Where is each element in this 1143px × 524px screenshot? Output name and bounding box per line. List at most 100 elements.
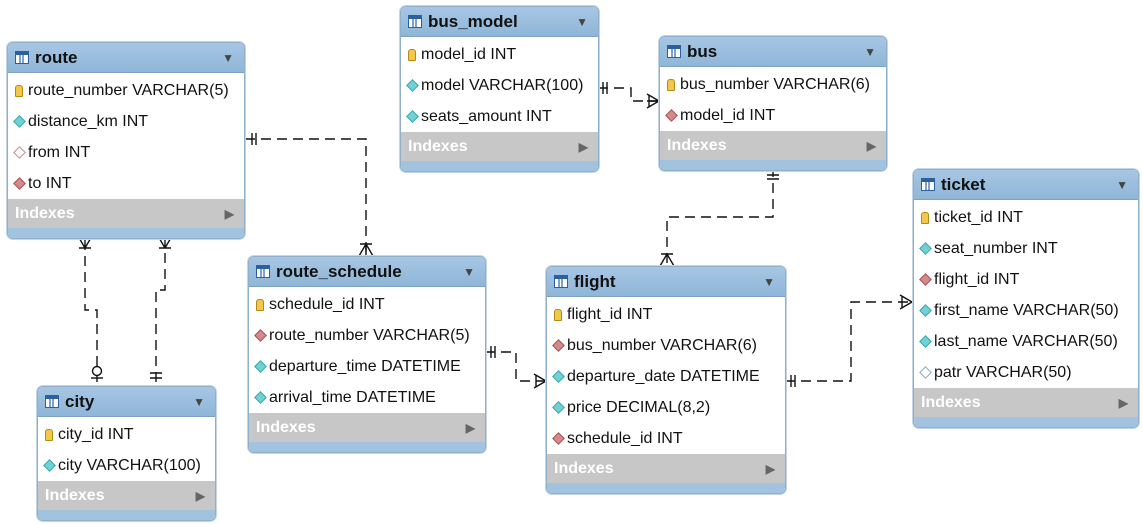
collapse-triangle-icon[interactable]: ▼ <box>576 14 588 29</box>
column-label: ticket_id INT <box>934 208 1023 226</box>
column-row[interactable]: city_id INT <box>38 419 215 450</box>
table-bus[interactable]: bus▼bus_number VARCHAR(6) model_id INT Ind… <box>659 36 887 171</box>
column-row[interactable]: flight_id INT <box>914 264 1138 295</box>
foreign-key-icon <box>918 273 932 287</box>
column-row[interactable]: route_number VARCHAR(5) <box>249 320 485 351</box>
column-row[interactable]: ticket_id INT <box>914 202 1138 233</box>
indexes-label: Indexes <box>554 459 614 477</box>
expand-arrow-icon[interactable]: ▶ <box>465 420 475 435</box>
rel-route-route_schedule <box>245 138 367 252</box>
collapse-triangle-icon[interactable]: ▼ <box>222 50 234 65</box>
indexes-section[interactable]: Indexes▶ <box>249 413 485 442</box>
collapse-triangle-icon[interactable]: ▼ <box>1116 177 1128 192</box>
column-nn-icon <box>551 401 565 415</box>
column-nullable-icon <box>918 366 932 380</box>
indexes-section[interactable]: Indexes ▶ <box>914 388 1138 417</box>
collapse-triangle-icon[interactable]: ▼ <box>193 394 205 409</box>
column-nn-icon <box>253 391 267 405</box>
table-icon <box>408 15 422 28</box>
expand-arrow-icon[interactable]: ▶ <box>866 138 876 153</box>
column-row[interactable]: seat_number INT <box>914 233 1138 264</box>
column-row[interactable]: schedule_id INT <box>547 423 785 454</box>
rel-bus_model-bus <box>598 87 659 102</box>
indexes-label: Indexes <box>408 137 468 155</box>
column-label: model_id INT <box>680 106 776 124</box>
foreign-key-icon <box>551 432 565 446</box>
table-header[interactable]: city ▼ <box>38 387 215 417</box>
column-label: from INT <box>28 143 91 161</box>
table-icon <box>15 51 29 64</box>
table-footer <box>38 510 215 520</box>
column-row[interactable]: schedule_id INT <box>249 289 485 320</box>
table-route[interactable]: route▼route_number VARCHAR(5)distance_km… <box>7 42 245 239</box>
table-header[interactable]: route▼ <box>8 43 244 73</box>
column-row[interactable]: patr VARCHAR(50) <box>914 357 1138 388</box>
column-label: patr VARCHAR(50) <box>934 363 1072 381</box>
table-bus-model[interactable]: bus_model ▼ model_id INT model VARCHAR(100)… <box>400 6 599 172</box>
table-name: bus_model <box>428 11 518 31</box>
column-row[interactable]: price DECIMAL(8,2) <box>547 392 785 423</box>
table-footer <box>660 160 886 170</box>
column-nn-icon <box>918 242 932 256</box>
column-row[interactable]: first_name VARCHAR(50) <box>914 295 1138 326</box>
column-row[interactable]: bus_number VARCHAR(6) <box>547 330 785 361</box>
rel-route_schedule-flight <box>485 351 546 382</box>
column-row[interactable]: route_number VARCHAR(5) <box>8 75 244 106</box>
column-row[interactable]: last_name VARCHAR(50) <box>914 326 1138 357</box>
column-row[interactable]: bus_number VARCHAR(6) <box>660 69 886 100</box>
indexes-label: Indexes <box>45 486 105 504</box>
column-row[interactable]: city VARCHAR(100) <box>38 450 215 481</box>
column-nullable-fk-icon <box>12 146 26 160</box>
table-name: city <box>65 391 95 411</box>
expand-arrow-icon[interactable]: ▶ <box>765 461 775 476</box>
column-row[interactable]: distance_km INT <box>8 106 244 137</box>
expand-arrow-icon[interactable]: ▶ <box>1118 395 1128 410</box>
table-footer <box>401 161 598 171</box>
column-row[interactable]: model_id INT <box>401 39 598 70</box>
indexes-section[interactable]: Indexes ▶ <box>401 132 598 161</box>
column-nn-icon <box>551 370 565 384</box>
collapse-triangle-icon[interactable]: ▼ <box>463 264 475 279</box>
column-nn-icon <box>918 304 932 318</box>
expand-arrow-icon[interactable]: ▶ <box>224 206 234 221</box>
table-header[interactable]: route_schedule▼ <box>249 257 485 287</box>
column-row[interactable]: to INT <box>8 168 244 199</box>
indexes-section[interactable]: Indexes▶ <box>8 199 244 228</box>
column-row[interactable]: model_id INT <box>660 100 886 131</box>
rel-city-route-to <box>155 238 166 382</box>
column-label: to INT <box>28 174 72 192</box>
table-header[interactable]: ticket▼ <box>914 170 1138 200</box>
indexes-label: Indexes <box>921 393 981 411</box>
table-icon <box>667 45 681 58</box>
column-row[interactable]: flight_id INT <box>547 299 785 330</box>
indexes-section[interactable]: Indexes ▶ <box>38 481 215 510</box>
indexes-section[interactable]: Indexes ▶ <box>547 454 785 483</box>
column-label: model VARCHAR(100) <box>421 76 584 94</box>
column-row[interactable]: model VARCHAR(100) <box>401 70 598 101</box>
collapse-triangle-icon[interactable]: ▼ <box>763 274 775 289</box>
column-row[interactable]: from INT <box>8 137 244 168</box>
indexes-section[interactable]: Indexes▶ <box>660 131 886 160</box>
expand-arrow-icon[interactable]: ▶ <box>195 488 205 503</box>
table-header[interactable]: bus_model ▼ <box>401 7 598 37</box>
column-row[interactable]: departure_time DATETIME <box>249 351 485 382</box>
column-nn-icon <box>405 110 419 124</box>
column-nn-icon <box>12 115 26 129</box>
expand-arrow-icon[interactable]: ▶ <box>578 139 588 154</box>
table-footer <box>547 483 785 493</box>
collapse-triangle-icon[interactable]: ▼ <box>864 44 876 59</box>
column-row[interactable]: seats_amount INT <box>401 101 598 132</box>
column-row[interactable]: arrival_time DATETIME <box>249 382 485 413</box>
column-nn-icon <box>405 79 419 93</box>
table-header[interactable]: flight▼ <box>547 267 785 297</box>
table-header[interactable]: bus▼ <box>660 37 886 67</box>
column-row[interactable]: departure_date DATETIME <box>547 361 785 392</box>
